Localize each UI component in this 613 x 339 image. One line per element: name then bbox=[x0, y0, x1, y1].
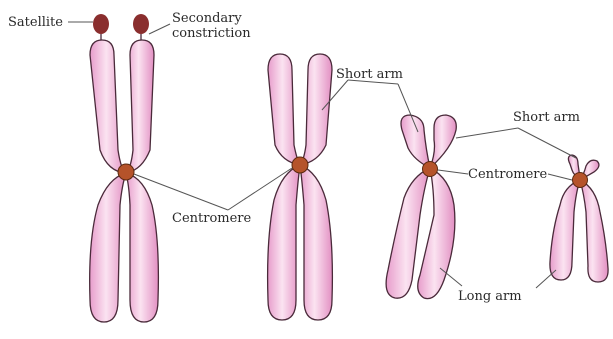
chromosome-1 bbox=[90, 14, 159, 322]
long-arm-right-2 bbox=[300, 165, 332, 320]
short-arm-left-1 bbox=[90, 40, 126, 173]
satellite-right bbox=[133, 14, 149, 34]
short-arm-right-1 bbox=[126, 40, 154, 173]
chromosome-3 bbox=[386, 115, 456, 299]
long-arm-left-4 bbox=[550, 180, 580, 280]
short-arm-right-3 bbox=[430, 115, 456, 168]
short-arm-left-3 bbox=[401, 115, 430, 168]
long-arm-left-1 bbox=[90, 173, 126, 322]
label-short-arm-1: Short arm bbox=[336, 67, 403, 82]
centromere-1 bbox=[118, 164, 134, 180]
short-arm-left-2 bbox=[268, 54, 300, 165]
long-arm-right-1 bbox=[126, 173, 158, 322]
long-arm-right-4 bbox=[580, 180, 608, 282]
label-centromere-1: Centromere bbox=[172, 211, 252, 226]
short-arm-right-2 bbox=[300, 54, 332, 165]
satellite-left bbox=[93, 14, 109, 34]
label-secondary-constriction-line1: Secondary bbox=[172, 11, 242, 26]
label-centromere-2: Centromere bbox=[468, 167, 548, 182]
chromosome-4 bbox=[550, 155, 608, 282]
centromere-3 bbox=[423, 162, 438, 177]
centromere-4 bbox=[573, 173, 588, 188]
label-secondary-constriction-line2: constriction bbox=[172, 26, 251, 41]
label-long-arm: Long arm bbox=[458, 289, 522, 304]
centromere-2 bbox=[292, 157, 308, 173]
label-short-arm-2: Short arm bbox=[513, 110, 580, 125]
long-arm-left-2 bbox=[268, 165, 300, 320]
chromosome-2 bbox=[268, 54, 333, 320]
label-satellite: Satellite bbox=[8, 15, 63, 30]
